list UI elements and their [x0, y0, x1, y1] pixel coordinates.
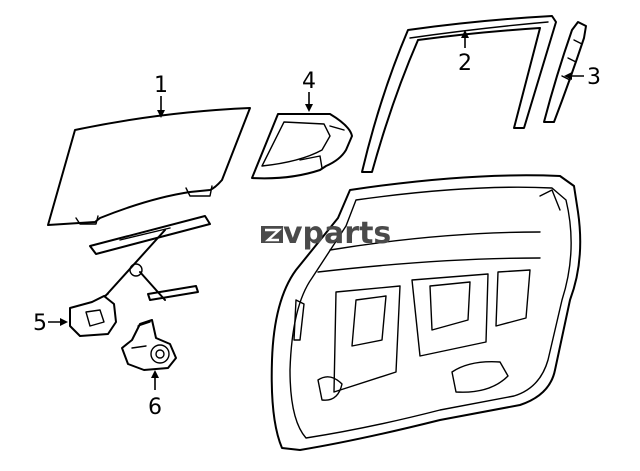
door-glass-part[interactable]: [47, 107, 251, 226]
cv-parts-logo-icon: [261, 226, 283, 243]
callout-5[interactable]: 5: [33, 311, 68, 336]
callout-3-label: 3: [587, 65, 601, 90]
run-channel-part[interactable]: [361, 15, 557, 173]
window-regulator-part[interactable]: [69, 215, 211, 337]
watermark-logo: vparts: [261, 216, 391, 251]
channel-weatherstrip-part[interactable]: [543, 21, 587, 123]
callout-3[interactable]: 3: [564, 65, 601, 90]
callout-1[interactable]: 1: [154, 73, 168, 118]
callout-4[interactable]: 4: [302, 69, 316, 112]
callout-5-label: 5: [33, 311, 47, 336]
quarter-glass-part[interactable]: [251, 113, 353, 180]
regulator-motor-part[interactable]: [121, 319, 177, 371]
callout-1-label: 1: [154, 73, 168, 98]
callout-2-label: 2: [458, 51, 472, 76]
callout-6-label: 6: [148, 395, 162, 420]
callout-2[interactable]: 2: [458, 30, 472, 76]
watermark-text: vparts: [283, 216, 391, 251]
door-shell[interactable]: [270, 174, 582, 451]
callout-4-label: 4: [302, 69, 316, 94]
callout-6[interactable]: 6: [148, 370, 162, 420]
